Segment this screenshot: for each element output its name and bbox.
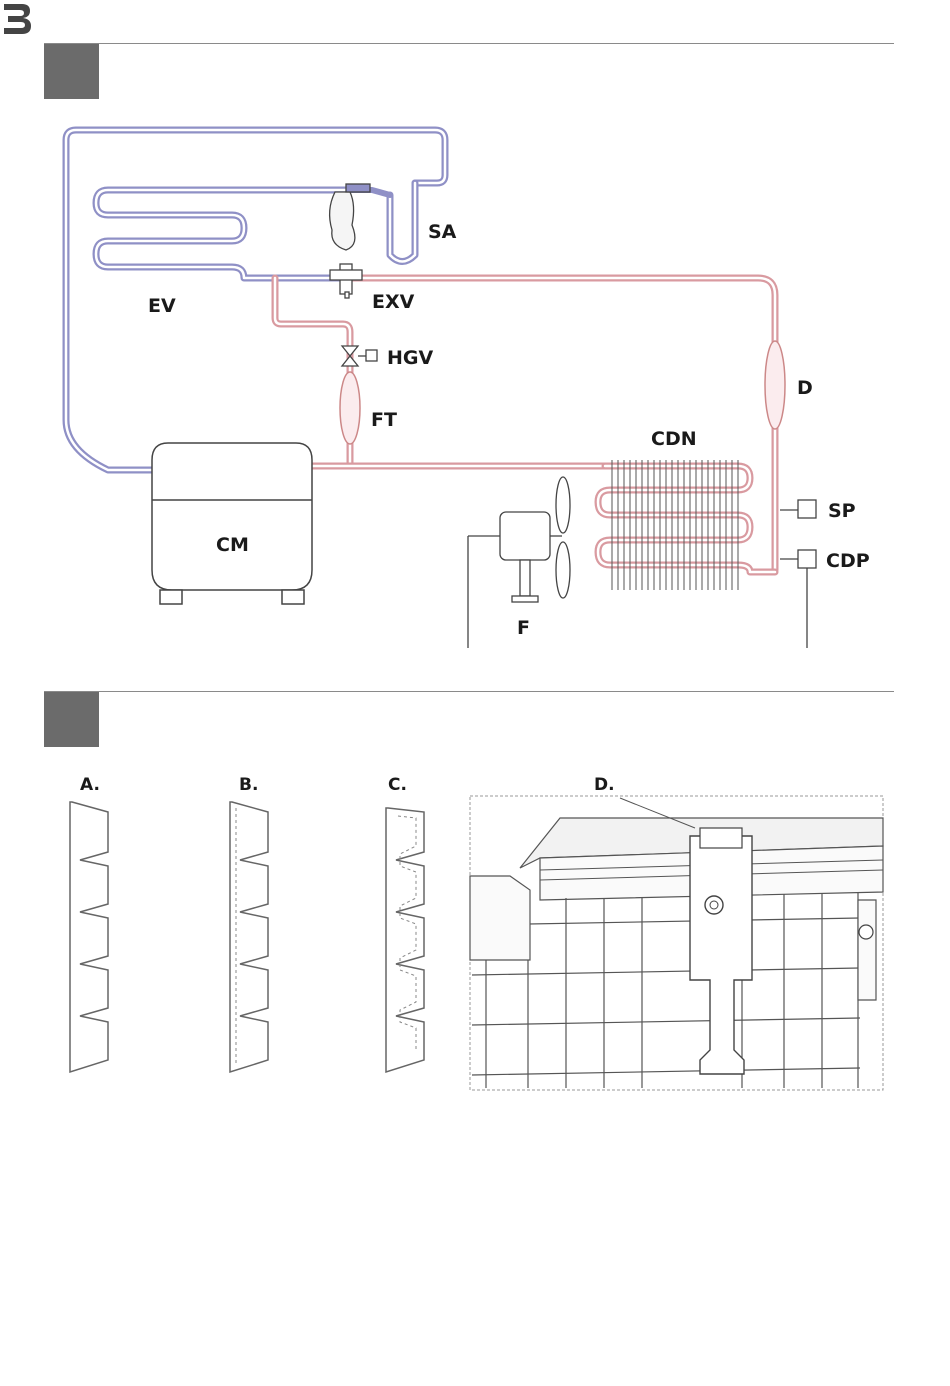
label-ft: FT — [371, 409, 397, 431]
detail-label-a: A. — [80, 775, 100, 795]
brand-logo-icon — [0, 0, 34, 38]
profile-b — [230, 802, 268, 1072]
detail-label-d: D. — [594, 775, 615, 795]
label-ev: EV — [148, 295, 176, 317]
hot-gas-bypass-line — [275, 278, 350, 466]
evaporator-coil — [96, 190, 348, 278]
detail-label-b: B. — [239, 775, 258, 795]
section-block-2 — [44, 692, 99, 747]
pressure-switches — [780, 500, 816, 648]
label-sp: SP — [828, 500, 856, 522]
filter — [340, 372, 360, 444]
label-cdn: CDN — [651, 428, 697, 450]
profile-a — [70, 802, 108, 1072]
label-d: D — [797, 377, 813, 399]
refrigeration-circuit-diagram: SA EV EXV HGV FT D CDN CM SP CDP F — [0, 0, 950, 700]
label-cdp: CDP — [826, 550, 870, 572]
suction-accumulator — [390, 183, 415, 262]
label-exv: EXV — [372, 291, 415, 313]
compressor — [152, 443, 312, 604]
condenser-fins — [612, 460, 738, 590]
detail-d-view — [470, 796, 883, 1090]
label-cm: CM — [216, 534, 249, 556]
drier — [765, 341, 785, 429]
label-hgv: HGV — [387, 347, 433, 369]
label-sa: SA — [428, 221, 457, 243]
label-f: F — [517, 617, 530, 639]
detail-label-c: C. — [388, 775, 407, 795]
profile-c — [386, 808, 424, 1072]
